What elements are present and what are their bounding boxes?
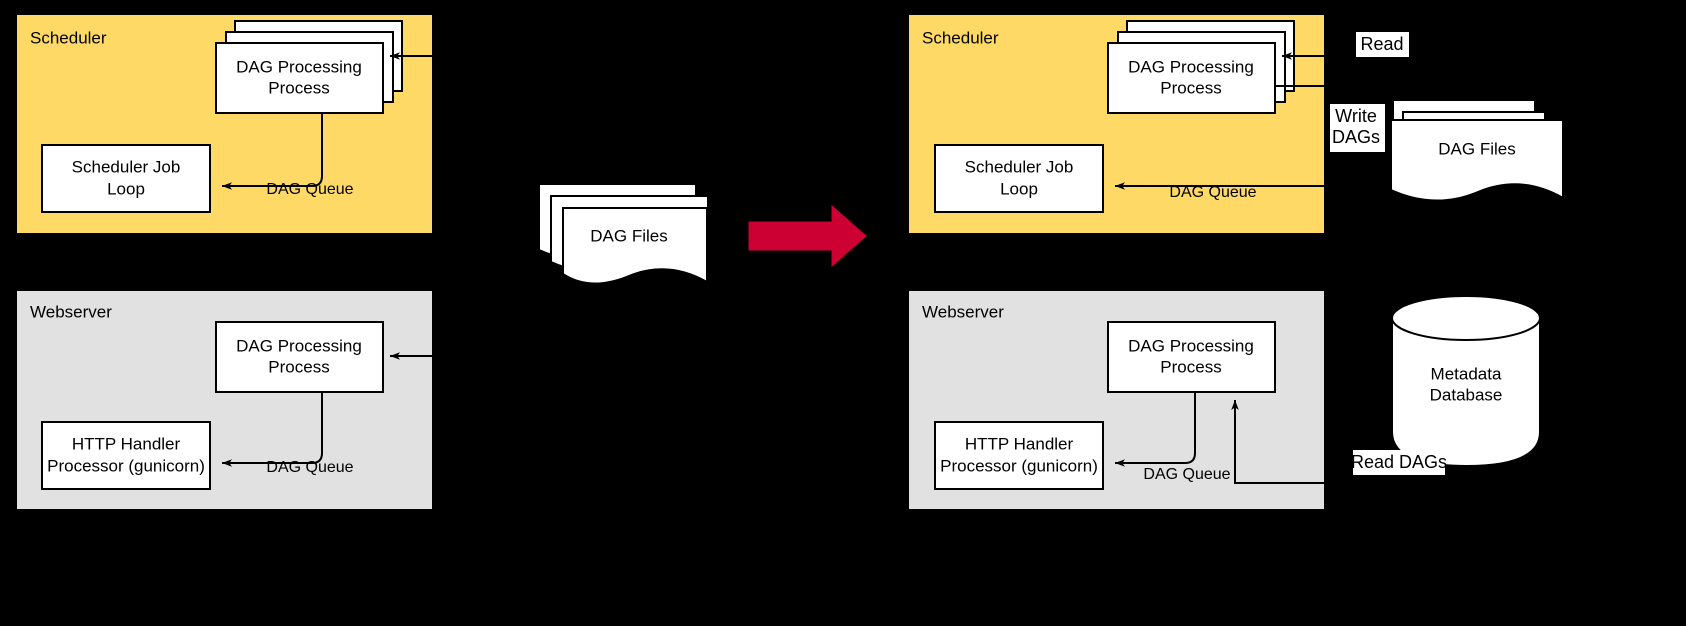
right-scheduler-dag-processing-line2: Process (1160, 78, 1221, 97)
right-dag-files[interactable]: DAG Files (1390, 99, 1564, 202)
right-scheduler-job-loop-line1: Scheduler Job (965, 157, 1074, 176)
right-webserver-dag-processing-line2: Process (1160, 357, 1221, 376)
left-scheduler-dag-processing-line1: DAG Processing (236, 57, 362, 76)
left-webserver-http-handler-line2: Processor (gunicorn) (47, 456, 205, 475)
left-webserver-dag-processing[interactable]: DAG Processing Process (215, 321, 384, 393)
read-dags-label: Read DAGs (1351, 452, 1447, 472)
left-scheduler-dag-queue-label: DAG Queue (266, 181, 353, 198)
right-webserver-dag-processing-box[interactable] (1107, 321, 1276, 393)
right-webserver-read-dags-edge (1231, 400, 1325, 484)
center-dag-files-layer-front[interactable] (562, 207, 708, 285)
metadata-database-line2: Database (1430, 385, 1503, 404)
right-webserver-http-handler[interactable]: HTTP Handler Processor (gunicorn) (934, 421, 1104, 490)
right-scheduler-job-loop[interactable]: Scheduler Job Loop (934, 144, 1104, 213)
metadata-database-line1: Metadata (1431, 364, 1502, 383)
right-scheduler-job-loop-box[interactable] (934, 144, 1104, 213)
left-scheduler-job-loop-line2: Loop (107, 179, 145, 198)
left-scheduler-job-loop-box[interactable] (41, 144, 211, 213)
right-scheduler-dag-queue-label: DAG Queue (1169, 184, 1256, 201)
left-scheduler-dag-queue-edge (222, 113, 323, 190)
center-dag-files-label: DAG Files (590, 226, 667, 245)
left-webserver-dag-queue-label: DAG Queue (266, 459, 353, 476)
left-webserver-dag-processing-line2: Process (268, 357, 329, 376)
read-dags-label-bg (1353, 450, 1445, 475)
write-dags-label-line1: Write (1335, 106, 1377, 126)
right-webserver-dag-queue-edge (1115, 392, 1196, 467)
right-scheduler-label: Scheduler (922, 28, 999, 47)
metadata-database-top (1391, 295, 1541, 341)
right-webserver-dag-queue-label: DAG Queue (1143, 466, 1230, 483)
center-dag-files[interactable]: DAG Files (538, 183, 709, 285)
read-dags-label-group: Read DAGs (1351, 450, 1447, 475)
write-dags-label-bg (1330, 104, 1385, 152)
metadata-database[interactable]: Metadata Database (1391, 295, 1541, 468)
right-webserver-http-handler-line1: HTTP Handler (965, 434, 1074, 453)
right-dag-files-layer-front[interactable] (1390, 119, 1564, 202)
left-webserver-http-handler[interactable]: HTTP Handler Processor (gunicorn) (41, 421, 211, 490)
left-webserver-http-handler-box[interactable] (41, 421, 211, 490)
left-webserver-dag-processing-box[interactable] (215, 321, 384, 393)
left-webserver-label: Webserver (30, 302, 112, 321)
left-scheduler-dag-processing-stack: DAG Processing Process (215, 20, 403, 114)
write-dags-label-line2: DAGs (1332, 127, 1380, 147)
right-scheduler-dag-processing-stack: DAG Processing Process (1107, 20, 1295, 114)
right-webserver-http-handler-box[interactable] (934, 421, 1104, 490)
left-scheduler-job-loop-line1: Scheduler Job (72, 157, 181, 176)
left-scheduler-dag-processing-line2: Process (268, 78, 329, 97)
red-right-arrow (748, 204, 867, 268)
stack-layer-front[interactable] (1107, 42, 1276, 114)
transition-arrow-icon (748, 204, 867, 268)
stack-layer-front[interactable] (215, 42, 384, 114)
read-label: Read (1360, 34, 1403, 54)
left-scheduler-job-loop[interactable]: Scheduler Job Loop (41, 144, 211, 213)
left-webserver-dag-processing-line1: DAG Processing (236, 336, 362, 355)
right-webserver-http-handler-line2: Processor (gunicorn) (940, 456, 1098, 475)
write-dags-label-group: Write DAGs (1330, 104, 1385, 152)
left-scheduler-label: Scheduler (30, 28, 107, 47)
right-webserver-label: Webserver (922, 302, 1004, 321)
right-webserver-dag-processing[interactable]: DAG Processing Process (1107, 321, 1276, 393)
right-dag-files-label: DAG Files (1438, 139, 1515, 158)
read-label-group: Read (1356, 32, 1409, 57)
metadata-database-body (1391, 317, 1541, 468)
right-scheduler-job-loop-line2: Loop (1000, 179, 1038, 198)
read-label-bg (1356, 32, 1409, 57)
right-scheduler-dag-processing-line1: DAG Processing (1128, 57, 1254, 76)
left-webserver-http-handler-line1: HTTP Handler (72, 434, 181, 453)
right-webserver-dag-processing-line1: DAG Processing (1128, 336, 1254, 355)
left-webserver-dag-queue-edge (222, 392, 323, 467)
